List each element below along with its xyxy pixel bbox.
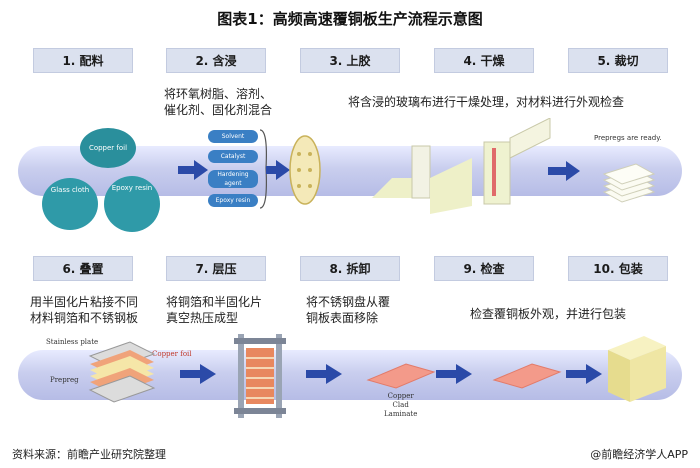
layup-stack-icon <box>88 341 156 403</box>
step-box-4: 4. 干燥 <box>434 48 534 73</box>
step-box-2: 2. 含浸 <box>166 48 266 73</box>
desc-line: 用半固化片粘接不同 <box>30 295 139 309</box>
step-label: 9. 检查 <box>463 262 505 276</box>
desc-line: 催化剂、固化剂混合 <box>164 103 273 117</box>
desc-line: 铜板表面移除 <box>306 311 379 325</box>
stainless-plate-label: Stainless plate <box>46 338 99 346</box>
step-label: 5. 裁切 <box>597 54 639 68</box>
desc-line: 将铜箔和半固化片 <box>166 295 263 309</box>
source-note: 资料来源：前瞻产业研究院整理 <box>12 448 166 461</box>
epoxy-resin-pill: Epoxy resin <box>208 194 258 207</box>
epoxy-resin-bubble: Epoxy resin <box>104 176 160 232</box>
step-box-8: 8. 拆卸 <box>300 256 400 281</box>
laminate-board-icon <box>366 363 436 389</box>
arrow-right-icon <box>306 364 342 384</box>
step2-description: 将环氧树脂、溶剂、 催化剂、固化剂混合 <box>164 86 272 118</box>
desc-line: 将环氧树脂、溶剂、 <box>164 87 273 101</box>
step-label: 7. 层压 <box>195 262 237 276</box>
step-label: 3. 上胶 <box>329 54 371 68</box>
step-box-9: 9. 检查 <box>434 256 534 281</box>
copper-foil-label: Copper foil <box>88 144 128 152</box>
arrow-right-icon <box>566 364 602 384</box>
package-box-icon <box>608 336 666 402</box>
step9-10-description: 检查覆铜板外观，并进行包装 <box>470 307 627 321</box>
solvent-pill: Solvent <box>208 130 258 143</box>
laminate-label: Copper Clad Laminate <box>384 392 417 419</box>
catalyst-pill: Catalyst <box>208 150 258 163</box>
step-box-1: 1. 配料 <box>33 48 133 73</box>
step-box-6: 6. 叠置 <box>33 256 133 281</box>
step-label: 6. 叠置 <box>62 262 104 276</box>
step3-4-description: 将含浸的玻璃布进行干燥处理，对材料进行外观检查 <box>348 95 625 109</box>
laminate-label-line: Copper <box>387 392 414 400</box>
prepregs-ready-label: Prepregs are ready. <box>594 134 662 142</box>
impregnation-tank-icon <box>289 135 321 205</box>
step-label: 1. 配料 <box>62 54 104 68</box>
step-box-7: 7. 层压 <box>166 256 266 281</box>
step-box-3: 3. 上胶 <box>300 48 400 73</box>
brand-watermark: @前瞻经济学人APP <box>590 448 688 461</box>
step-box-10: 10. 包装 <box>568 256 668 281</box>
prepreg-layer-label: Prepreg <box>50 376 79 384</box>
step-label: 10. 包装 <box>593 262 643 276</box>
arrow-right-icon <box>436 364 472 384</box>
step-label: 4. 干燥 <box>463 54 505 68</box>
epoxy-resin-label: Epoxy resin <box>111 184 153 192</box>
copper-foil-layer-label: Copper foil <box>152 350 192 358</box>
copper-foil-bubble: Copper foil <box>80 128 136 168</box>
hardening-agent-pill: Hardening agent <box>208 170 258 188</box>
arrow-right-icon <box>178 160 208 180</box>
prepreg-stack-icon <box>602 163 656 203</box>
arrow-right-icon <box>266 160 290 180</box>
step6-description: 用半固化片粘接不同 材料铜箔和不锈钢板 <box>30 294 138 326</box>
laminate-label-line: Laminate <box>384 410 418 418</box>
diagram-title: 图表1：高频高速覆铜板生产流程示意图 <box>217 10 483 28</box>
step-box-5: 5. 裁切 <box>568 48 668 73</box>
inspected-board-icon <box>492 363 562 389</box>
glass-cloth-bubble: Glass cloth <box>42 178 98 230</box>
arrow-right-icon <box>180 364 216 384</box>
step-label: 2. 含浸 <box>195 54 237 68</box>
arrow-right-icon <box>548 161 580 181</box>
desc-line: 将不锈钢盘从覆 <box>306 295 391 309</box>
step8-description: 将不锈钢盘从覆 铜板表面移除 <box>306 294 390 326</box>
step-label: 8. 拆卸 <box>329 262 371 276</box>
laminate-label-line: Clad <box>392 401 409 409</box>
glass-cloth-label: Glass cloth <box>50 186 90 194</box>
step7-description: 将铜箔和半固化片 真空热压成型 <box>166 294 262 326</box>
desc-line: 真空热压成型 <box>166 311 239 325</box>
laminating-press-icon <box>234 334 286 418</box>
desc-line: 材料铜箔和不锈钢板 <box>30 311 139 325</box>
drying-machine-icon <box>372 118 551 214</box>
